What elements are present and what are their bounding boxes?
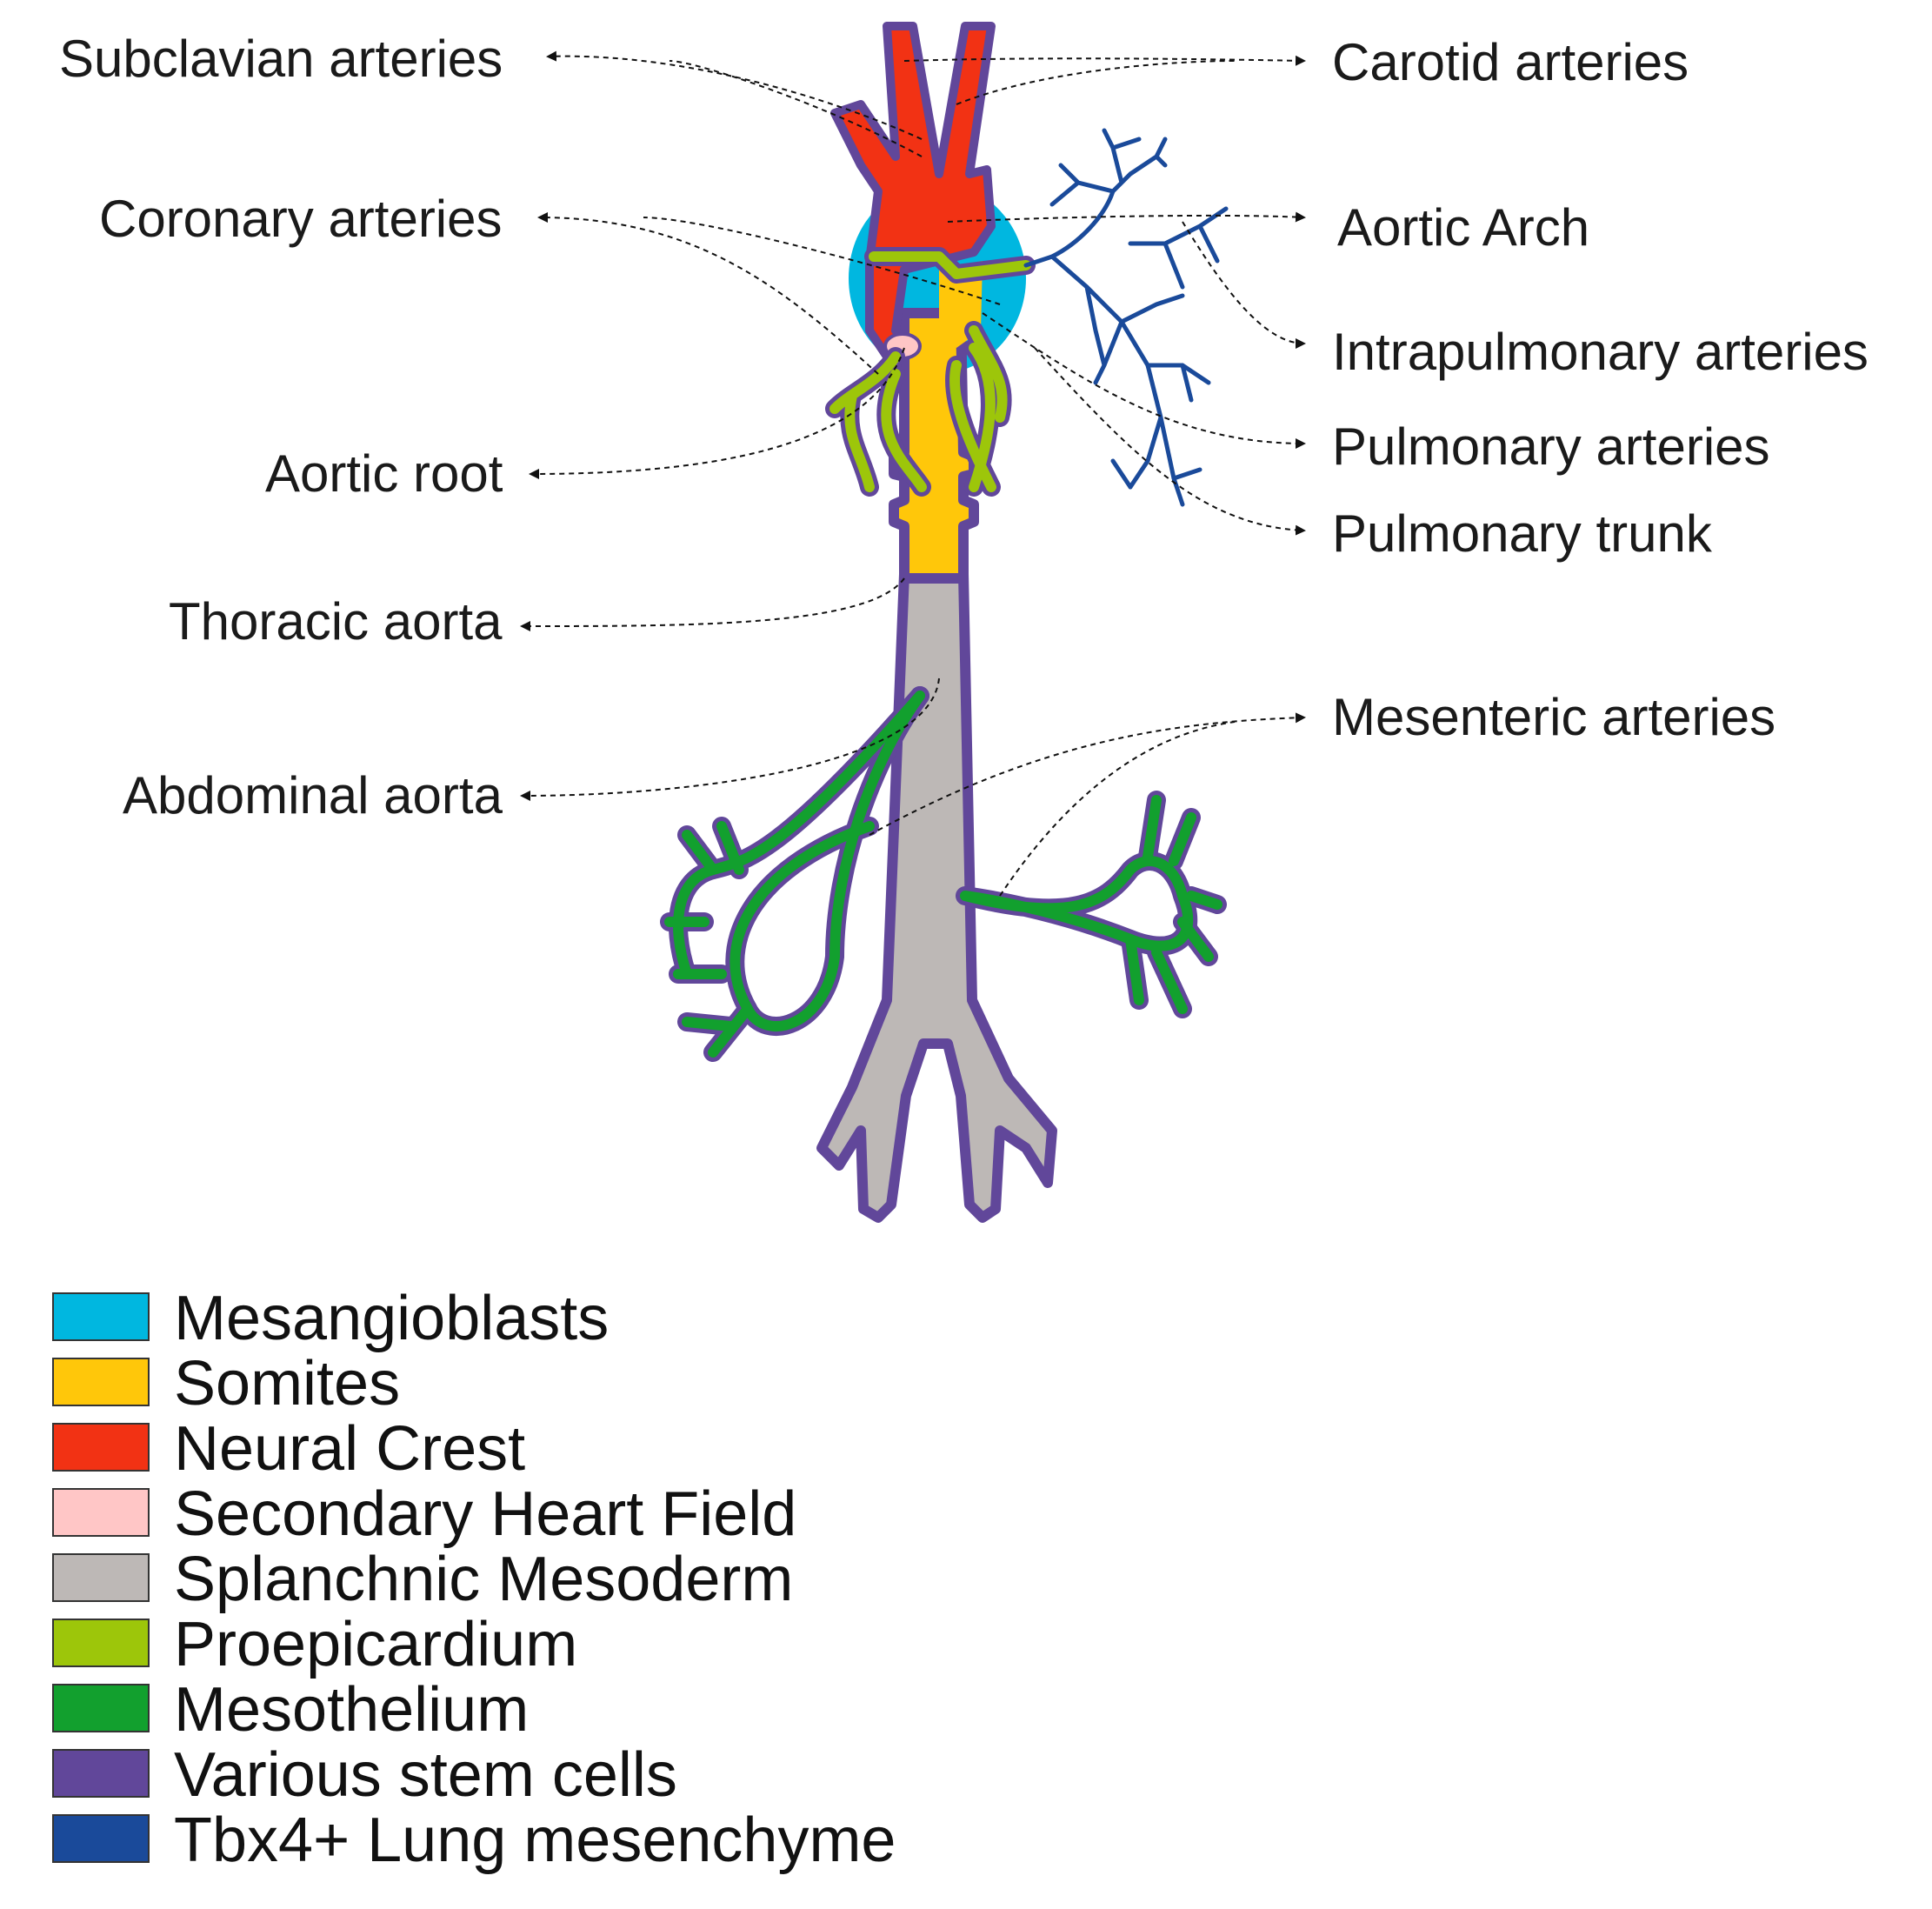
legend-swatch <box>52 1749 150 1798</box>
legend-swatch <box>52 1423 150 1472</box>
label-aortic-arch: Aortic Arch <box>1337 198 1590 257</box>
legend-swatch <box>52 1292 150 1341</box>
label-coronary-arteries: Coronary arteries <box>99 190 503 248</box>
abdominal-aorta-shape <box>816 569 1057 1223</box>
label-carotid-arteries: Carotid arteries <box>1332 33 1689 91</box>
legend-swatch <box>52 1684 150 1732</box>
intrapulmonary-branches <box>1023 128 1229 507</box>
label-pulmonary-arteries: Pulmonary arteries <box>1332 417 1770 476</box>
proepicardium-branches <box>825 247 1036 497</box>
legend-swatch <box>52 1553 150 1602</box>
legend-swatch <box>52 1488 150 1537</box>
label-abdominal-aorta: Abdominal aorta <box>123 766 503 824</box>
label-intrapulmonary-arteries: Intrapulmonary arteries <box>1332 323 1869 381</box>
label-aortic-root: Aortic root <box>265 444 503 503</box>
legend-label: Somites <box>174 1349 401 1418</box>
label-pulmonary-trunk: Pulmonary trunk <box>1332 504 1712 563</box>
legend-label: Various stem cells <box>174 1740 677 1810</box>
legend-label: Proepicardium <box>174 1610 578 1679</box>
legend-label: Secondary Heart Field <box>174 1479 797 1549</box>
legend-label: Neural Crest <box>174 1414 526 1484</box>
mesenteric-branches <box>660 686 1227 1062</box>
legend-label: Splanchnic Mesoderm <box>174 1545 794 1614</box>
legend-swatch <box>52 1619 150 1667</box>
legend-label: Mesothelium <box>174 1675 530 1745</box>
legend-label: Mesangioblasts <box>174 1284 610 1353</box>
aortic-arch-shape <box>830 22 996 361</box>
pointer-lines <box>520 50 1306 897</box>
legend-label: Tbx4+ Lung mesenchyme <box>174 1806 896 1875</box>
label-mesenteric-arteries: Mesenteric arteries <box>1332 688 1776 746</box>
legend-swatch <box>52 1814 150 1863</box>
label-thoracic-aorta: Thoracic aorta <box>169 592 503 651</box>
legend-swatch <box>52 1358 150 1406</box>
label-subclavian-arteries: Subclavian arteries <box>59 30 503 88</box>
